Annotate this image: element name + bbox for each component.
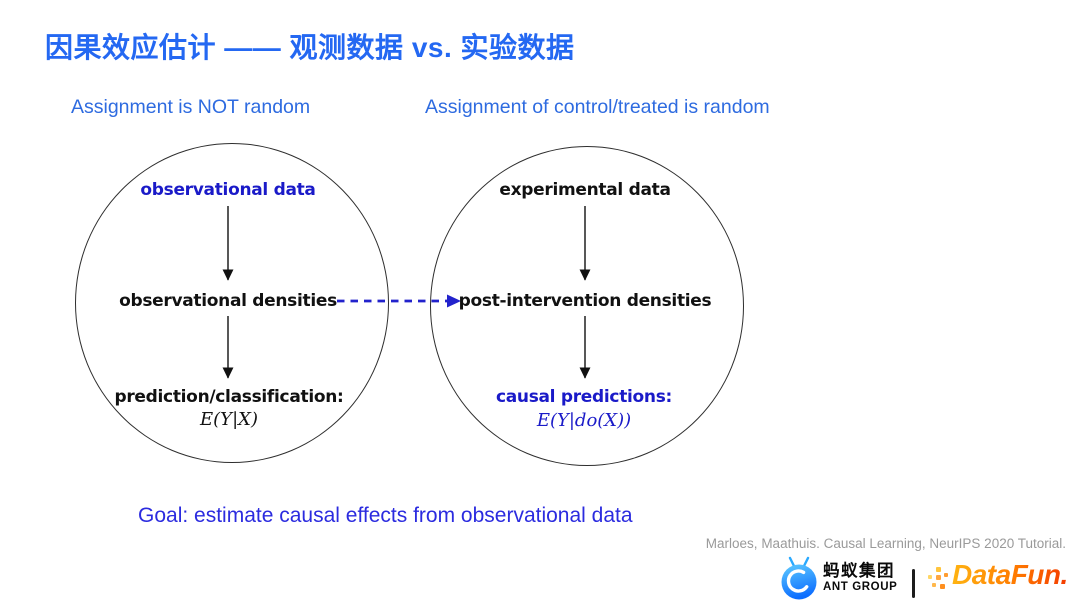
ant-group-name-cn: 蚂蚁集团 [823,562,895,580]
datafun-dots-icon [936,567,941,572]
citation-text: Marloes, Maathuis. Causal Learning, Neur… [705,536,1066,551]
datafun-dots-icon [940,584,945,589]
left-circle-top-label: observational data [140,180,316,200]
datafun-wordmark: DataFun. [952,559,1068,590]
datafun-logo: DataFun. [926,558,1080,602]
left-circle [75,143,389,463]
datafun-dots-icon [936,575,941,580]
datafun-dots-icon [944,573,948,577]
page-title: 因果效应估计 —— 观测数据 vs. 实验数据 [45,32,575,63]
left-assignment-label: Assignment is NOT random [71,96,311,118]
left-circle-middle-label: observational densities [119,291,337,311]
ant-group-wordmark: 蚂蚁集团 ANT GROUP [823,563,897,593]
logo-separator [912,569,915,598]
ant-group-logo-icon [781,556,817,600]
ant-group-name-en: ANT GROUP [823,580,898,593]
right-assignment-label: Assignment of control/treated is random [425,96,770,118]
datafun-dots-icon [928,575,932,579]
left-circle-formula: E(Y|X) [200,409,258,430]
right-circle [430,146,744,466]
right-circle-top-label: experimental data [499,180,671,200]
datafun-dots-icon [932,583,936,587]
right-circle-middle-label: post-intervention densities [458,291,712,311]
right-circle-bottom-label: causal predictions: [495,387,673,407]
left-circle-bottom-label: prediction/classification: [114,387,344,407]
goal-text: Goal: estimate causal effects from obser… [138,504,633,527]
right-circle-formula: E(Y|do(X)) [536,410,632,431]
